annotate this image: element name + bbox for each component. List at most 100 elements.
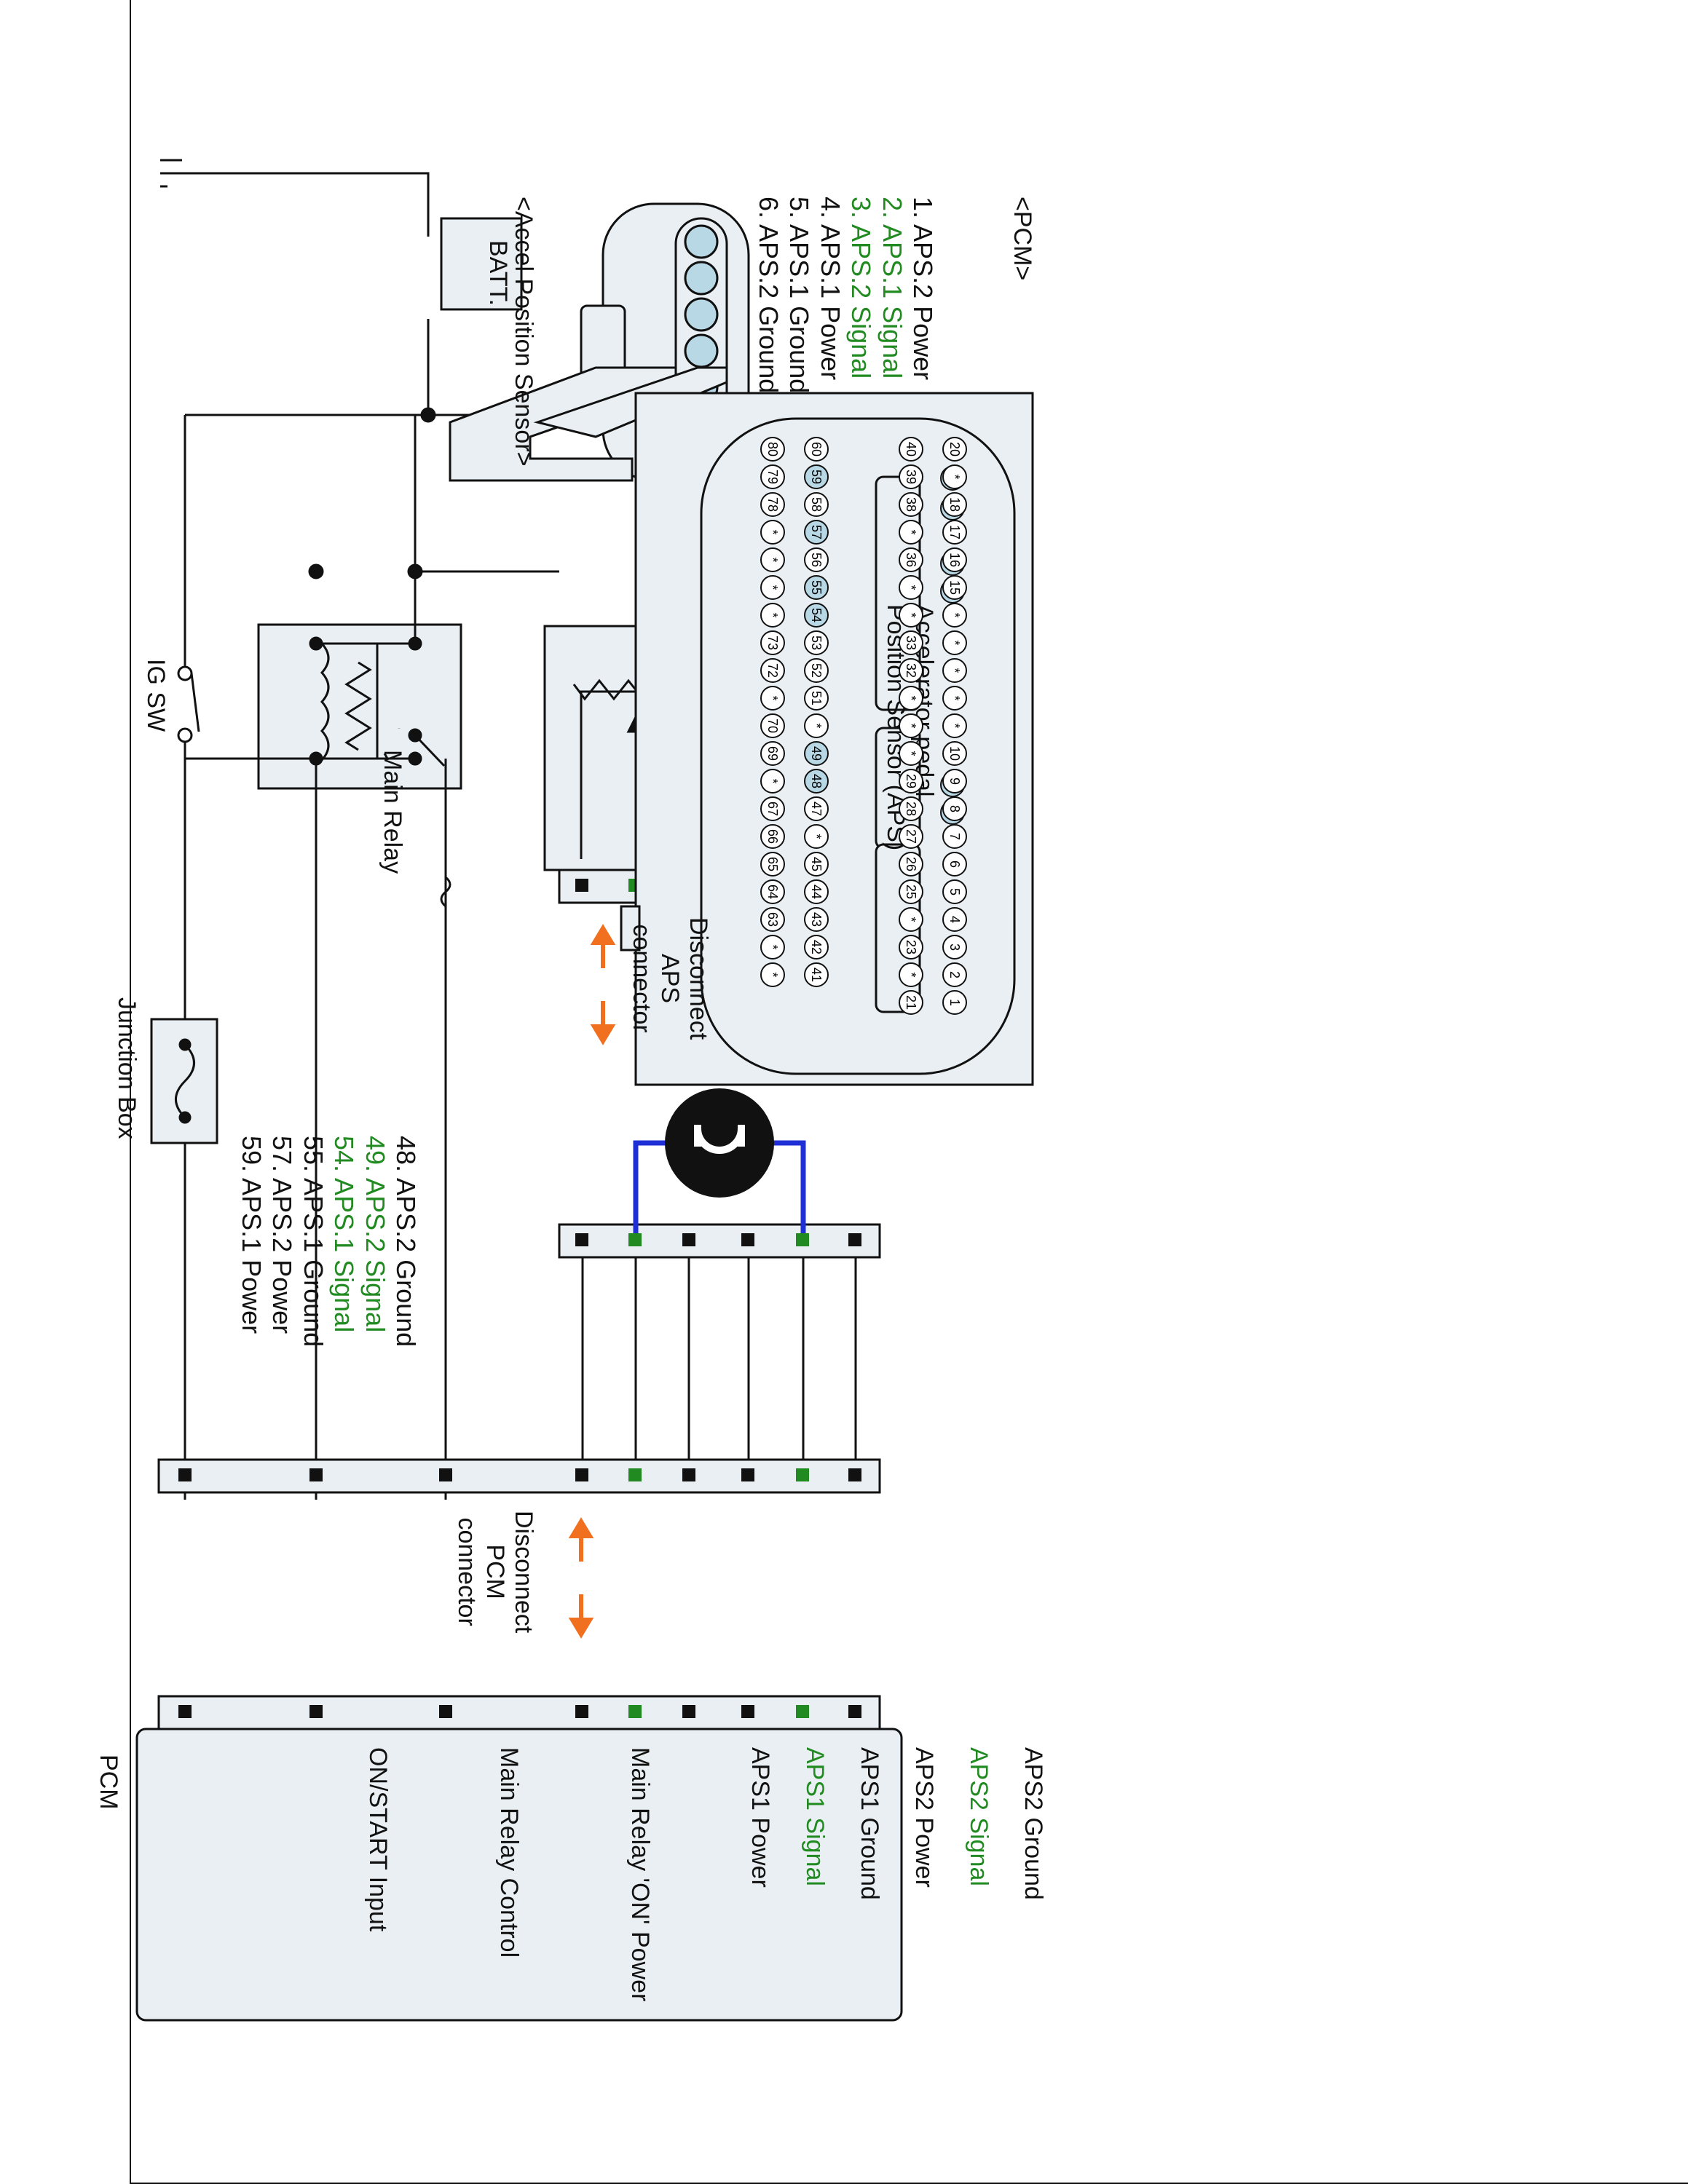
aps-pin-entry: 6. APS.2 Ground xyxy=(753,197,784,394)
pcm-pin-number: 67 xyxy=(760,796,785,821)
pcm-pin-number: 57 xyxy=(804,520,829,545)
aps-pin-entry: 4. APS.1 Power xyxy=(815,197,845,381)
pcm-pin-number: 29 xyxy=(899,769,923,794)
pcm-pin-number: 38 xyxy=(899,492,923,517)
ig-switch-contact xyxy=(177,665,193,681)
pcm-pin-number: 10 xyxy=(942,741,967,766)
pcm-pin-number: 15 xyxy=(942,575,967,600)
pcm-pin-number: 48 xyxy=(804,769,829,794)
pcm-pin-number: 42 xyxy=(804,935,829,960)
pcm-pin-number: 40 xyxy=(899,437,923,462)
pcm-pin-label: APS1 Ground xyxy=(856,1747,883,1900)
disconnect-pcm-line-2: PCM xyxy=(481,1544,509,1599)
pcm-pin-number: 52 xyxy=(804,658,829,683)
pcm-pin-number: 44 xyxy=(804,879,829,904)
battery-box xyxy=(440,217,523,311)
pcm-pin-number: 65 xyxy=(760,852,785,877)
pcm-pin-number: 54 xyxy=(804,603,829,628)
pcm-pin-label: APS2 Signal xyxy=(965,1747,993,1886)
pcm-pin-number: 60 xyxy=(804,437,829,462)
pcm-pin-number: 55 xyxy=(804,575,829,600)
pcm-pin-number: * xyxy=(899,713,923,738)
harness-connector-strip xyxy=(558,1223,881,1259)
pcm-pin-number: 49 xyxy=(804,741,829,766)
pcm-pin-number: 36 xyxy=(899,547,923,572)
pcm-pin-number: 39 xyxy=(899,464,923,489)
pcm-pin-number: 3 xyxy=(942,935,967,960)
pcm-pin-number: 2 xyxy=(942,962,967,987)
pcm-pin-number: 1 xyxy=(942,990,967,1015)
pcm-pin-entry: 48. APS.2 Ground xyxy=(391,1136,421,1348)
fuse-icon xyxy=(175,1043,195,1119)
pcm-pin-number: 23 xyxy=(899,935,923,960)
pcm-pin-number: 66 xyxy=(760,824,785,849)
pcm-pin-number: 21 xyxy=(899,990,923,1015)
aps-pin-entry: 3. APS.2 Signal xyxy=(846,197,877,379)
pcm-pin-label: APS1 Signal xyxy=(801,1747,829,1886)
pcm-pin-number: 69 xyxy=(760,741,785,766)
pcm-pin-number: * xyxy=(760,603,785,628)
pcm-pin-label: Main Relay 'ON' Power xyxy=(626,1747,654,2002)
pcm-pin-number: * xyxy=(899,686,923,711)
pcm-pin-label: APS1 Power xyxy=(746,1747,774,1888)
pcm-pin-number: 63 xyxy=(760,907,785,932)
pcm-pin-number: 4 xyxy=(942,907,967,932)
pcm-pin-number: * xyxy=(942,686,967,711)
pcm-pin-number: * xyxy=(942,464,967,489)
ground-symbol-icon xyxy=(160,159,319,188)
pcm-pin-entry: 57. APS.2 Power xyxy=(267,1136,298,1334)
pcm-pin-number: 5 xyxy=(942,879,967,904)
pcm-harness-strip xyxy=(157,1458,881,1494)
disconnect-aps-line-3: connector xyxy=(627,924,655,1033)
pcm-pin-entry: 49. APS.2 Signal xyxy=(360,1136,390,1333)
pcm-pin-number: * xyxy=(760,769,785,794)
pcm-pin-number: 32 xyxy=(899,658,923,683)
pcm-connector-face xyxy=(449,366,1034,1086)
pcm-pin-number: 45 xyxy=(804,852,829,877)
disconnect-aps-label: Disconnect APS connector xyxy=(627,917,712,1040)
pcm-pin-number: 7 xyxy=(942,824,967,849)
pcm-pin-number: 58 xyxy=(804,492,829,517)
resistor-icon xyxy=(344,661,372,751)
pcm-pin-number: * xyxy=(760,962,785,987)
disconnect-aps-line-1: Disconnect xyxy=(685,917,712,1040)
pcm-pin-number: * xyxy=(942,713,967,738)
junction-box-label: Junction Box xyxy=(113,997,141,1139)
pcm-pin-number: 6 xyxy=(942,852,967,877)
pcm-pin-number: * xyxy=(899,603,923,628)
disconnect-pcm-line-1: Disconnect xyxy=(510,1511,537,1634)
pcm-pin-number: * xyxy=(760,935,785,960)
pcm-pin-number: 41 xyxy=(804,962,829,987)
pcm-pin-number: * xyxy=(899,741,923,766)
pcm-pin-number: 33 xyxy=(899,630,923,655)
pcm-pin-number: 26 xyxy=(899,852,923,877)
pcm-pin-number: 53 xyxy=(804,630,829,655)
pcm-pin-number: 18 xyxy=(942,492,967,517)
pcm-pin-number: * xyxy=(899,575,923,600)
ig-switch-label: IG SW xyxy=(142,659,170,732)
pcm-pin-number: 59 xyxy=(804,464,829,489)
disconnect-pcm-label: Disconnect PCM connector xyxy=(452,1511,537,1633)
pcm-pin-number: 51 xyxy=(804,686,829,711)
aps-connector-title: <Accel Position Sensor> xyxy=(510,197,537,467)
pcm-pin-number: * xyxy=(942,603,967,628)
pcm-pin-number: 47 xyxy=(804,796,829,821)
pcm-pin-number: 16 xyxy=(942,547,967,572)
pcm-pin-number: * xyxy=(760,575,785,600)
pcm-pin-number: * xyxy=(804,824,829,849)
main-relay-label: Main Relay xyxy=(379,750,406,874)
pcm-pin-entry: 59. APS.1 Power xyxy=(236,1136,267,1334)
pcm-pin-number: * xyxy=(899,520,923,545)
pcm-pin-number: 80 xyxy=(760,437,785,462)
pcm-pin-label: Main Relay Control xyxy=(495,1747,523,1958)
pcm-pin-number: 27 xyxy=(899,824,923,849)
pcm-pin-label: APS2 Power xyxy=(910,1747,938,1888)
pcm-pin-label: APS2 Ground xyxy=(1019,1747,1047,1900)
pcm-pin-number: 78 xyxy=(760,492,785,517)
pcm-pin-entry: 54. APS.1 Signal xyxy=(329,1136,360,1333)
disconnect-arrow-icon xyxy=(568,924,616,1639)
pcm-pin-number: 9 xyxy=(942,769,967,794)
